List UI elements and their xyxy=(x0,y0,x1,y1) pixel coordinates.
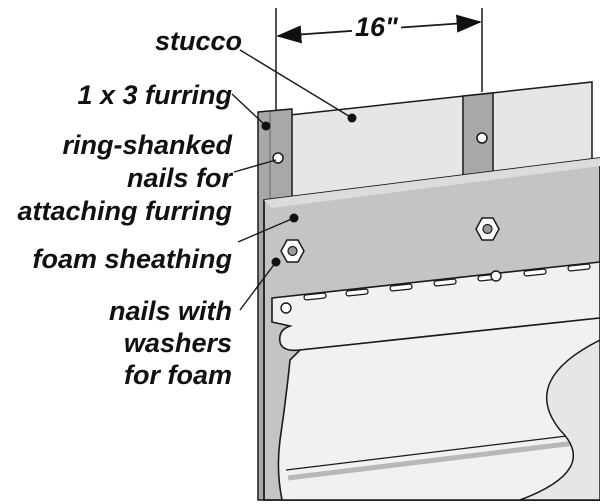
leader-foam xyxy=(237,217,295,243)
label-ring-nails-line1: ring-shanked xyxy=(62,130,232,160)
label-washers-line2: washers xyxy=(123,328,232,358)
leader-washers xyxy=(239,261,277,311)
washer-nail-2 xyxy=(475,217,500,241)
washer-nail-1 xyxy=(280,239,305,263)
label-foam: foam sheathing xyxy=(32,244,232,274)
label-ring-nails-line3: attaching furring xyxy=(17,196,233,226)
label-ring-nails-line2: nails for xyxy=(126,163,232,193)
siding-shadow-line xyxy=(285,431,600,471)
label-washers-line1: nails with xyxy=(108,296,232,326)
furring-nail-left xyxy=(272,152,284,164)
leader-ring-nails xyxy=(233,159,277,173)
label-washers-line3: for foam xyxy=(124,360,232,390)
label-stucco: stucco xyxy=(154,26,242,56)
furring-nail-right xyxy=(476,132,488,144)
siding-lower-course xyxy=(277,317,600,501)
dimension-label: 16" xyxy=(352,12,401,43)
leader-furring xyxy=(231,93,267,127)
siding-cutaway-edge xyxy=(519,339,600,501)
label-furring: 1 x 3 furring xyxy=(77,80,232,110)
leader-stucco xyxy=(239,49,353,119)
